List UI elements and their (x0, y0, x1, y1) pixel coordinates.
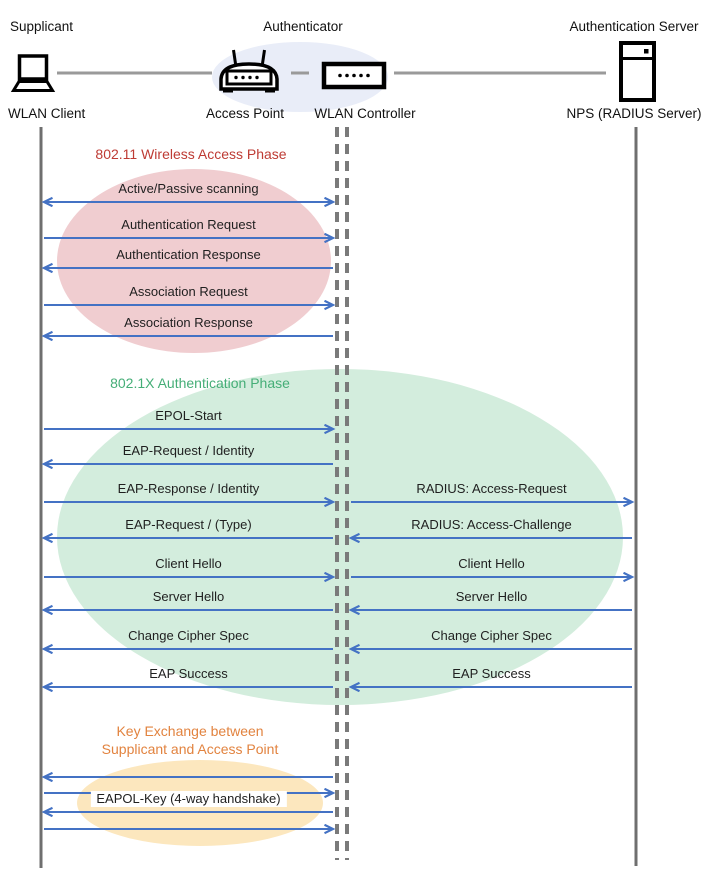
device-label-wlan-controller: WLAN Controller (314, 106, 416, 121)
wlan-controller-icon (321, 61, 387, 90)
phase-title-key-exchange-line1: Key Exchange between (116, 723, 264, 739)
message-label: EAP Success (452, 666, 531, 681)
device-label-wlan-client: WLAN Client (8, 106, 86, 121)
message-label: Active/Passive scanning (118, 181, 259, 196)
message-label: Client Hello (458, 556, 525, 571)
message-label: EAP Success (149, 666, 228, 681)
server-icon (619, 41, 656, 102)
message-label: Client Hello (155, 556, 222, 571)
message-label: Authentication Request (121, 217, 256, 232)
authenticator-highlight-ellipse (212, 42, 388, 112)
message-label: Server Hello (152, 589, 225, 604)
message-label: Server Hello (455, 589, 528, 604)
role-label-authentication-server: Authentication Server (569, 19, 699, 34)
role-label-supplicant: Supplicant (10, 19, 74, 34)
message-label: Association Request (129, 284, 248, 299)
message-label: Association Response (124, 315, 253, 330)
laptop-icon (10, 54, 56, 92)
message-label: RADIUS: Access-Challenge (411, 517, 572, 532)
message-label: EPOL-Start (155, 408, 222, 423)
phase-title-key-exchange: Key Exchange between Supplicant and Acce… (102, 722, 279, 758)
phase-title-8021x-authentication: 802.1X Authentication Phase (110, 375, 290, 391)
message-label: EAPOL-Key (4-way handshake) (90, 791, 287, 807)
message-label: Change Cipher Spec (431, 628, 552, 643)
message-label: RADIUS: Access-Request (416, 481, 567, 496)
device-label-access-point: Access Point (205, 106, 285, 121)
role-label-authenticator: Authenticator (263, 19, 343, 34)
device-label-nps-radius-server: NPS (RADIUS Server) (566, 106, 702, 121)
message-label: EAP-Request / (Type) (125, 517, 252, 532)
message-label: EAP-Request / Identity (122, 443, 255, 458)
message-label: Change Cipher Spec (128, 628, 249, 643)
message-label: Authentication Response (116, 247, 261, 262)
authentication-phase-ellipse (57, 369, 623, 705)
message-label: EAP-Response / Identity (117, 481, 260, 496)
message-arrows-layer (44, 202, 632, 829)
access-point-icon (219, 49, 279, 93)
phase-title-key-exchange-line2: Supplicant and Access Point (101, 741, 279, 757)
wireless-access-phase-ellipse (57, 169, 331, 353)
phase-title-wireless-access: 802.11 Wireless Access Phase (95, 146, 287, 162)
